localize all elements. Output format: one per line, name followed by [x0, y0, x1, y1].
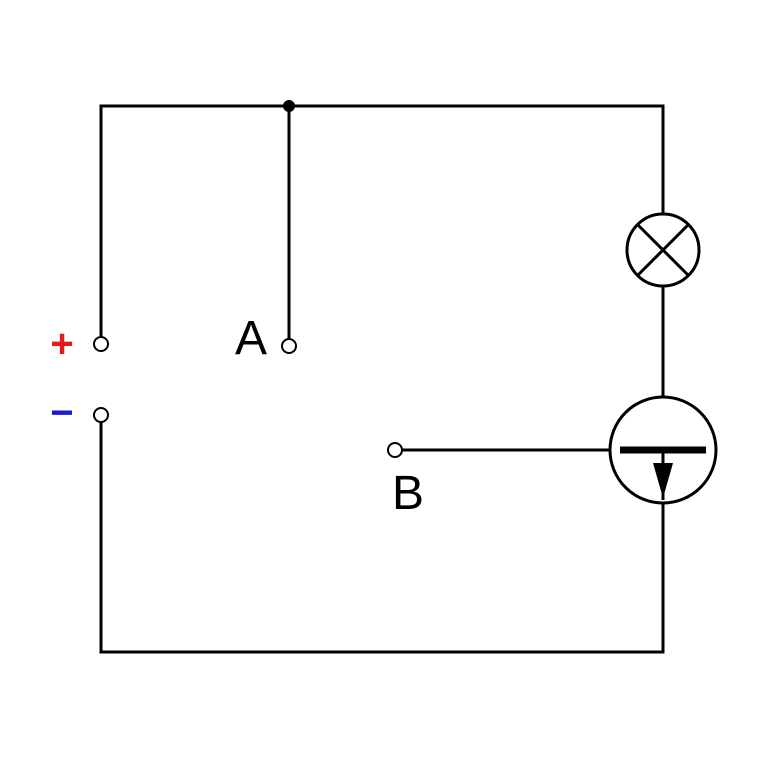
- transistor-icon: [608, 395, 718, 505]
- wires: [99, 104, 665, 654]
- minus-label: −: [50, 391, 73, 435]
- terminal-b[interactable]: [387, 442, 403, 458]
- wire-bottom: [99, 420, 665, 654]
- junction-dot: [283, 100, 295, 112]
- terminal-a-label: A: [235, 312, 267, 365]
- terminal-a[interactable]: [281, 338, 297, 354]
- terminal-plus[interactable]: [93, 336, 109, 352]
- wire-top: [99, 104, 665, 339]
- lamp-icon: [625, 212, 701, 288]
- terminal-minus[interactable]: [93, 407, 109, 423]
- terminal-b-label: B: [392, 467, 424, 520]
- plus-label: +: [50, 322, 73, 366]
